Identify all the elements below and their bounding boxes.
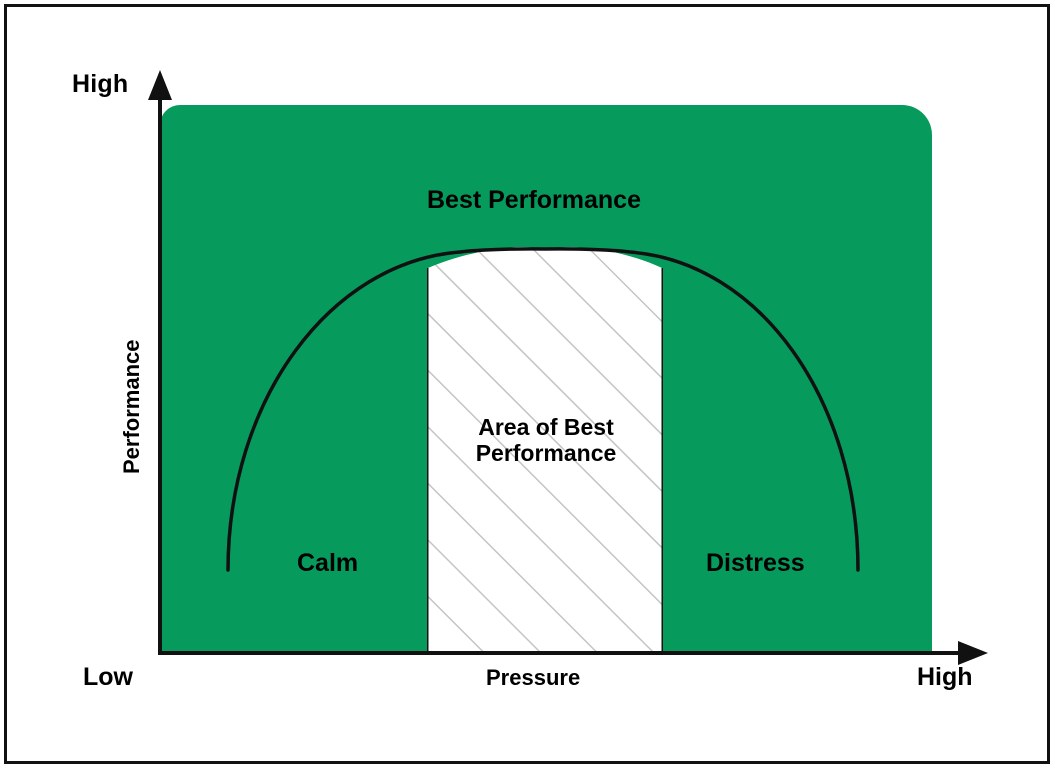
area-best-line-2: Performance: [475, 440, 617, 467]
area-of-best-performance-band: [427, 247, 663, 654]
area-best-line-1: Area of Best: [478, 414, 614, 440]
x-axis-low-label: Low: [83, 663, 133, 691]
region-label-best-performance: Best Performance: [427, 186, 641, 214]
y-axis-title: Performance: [119, 339, 144, 474]
performance-curve: [226, 247, 860, 572]
region-label-calm: Calm: [297, 549, 359, 577]
x-axis: [158, 641, 988, 665]
x-axis-high-label: High: [917, 663, 973, 691]
y-axis-high-label: High: [72, 70, 129, 98]
x-axis-title: Pressure: [486, 665, 581, 690]
y-axis: [148, 70, 172, 655]
region-label-distress: Distress: [706, 549, 805, 577]
